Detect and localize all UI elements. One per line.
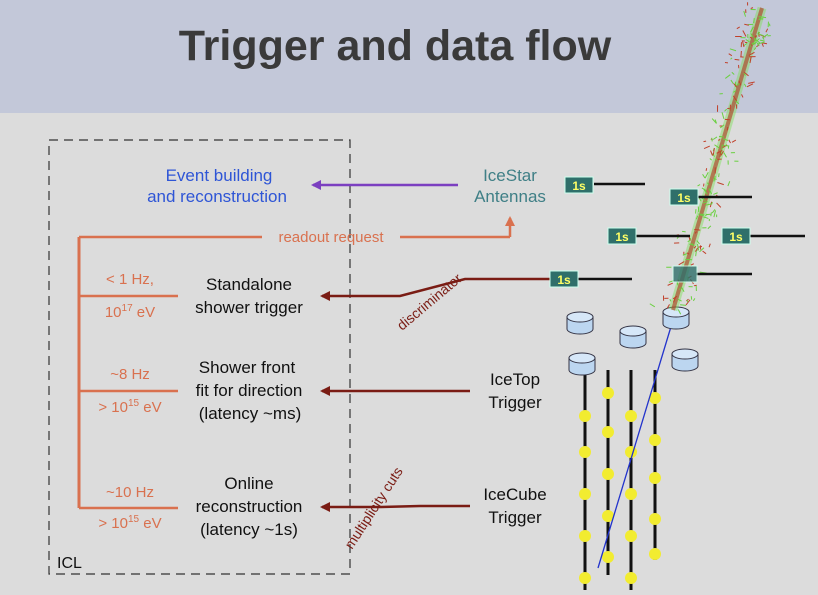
antenna-badge-1: 1s — [564, 176, 594, 194]
event-building-line-2: and reconstruction — [147, 187, 287, 206]
icetop-tank — [671, 348, 699, 372]
muon-track — [597, 319, 674, 569]
icl-box — [48, 139, 351, 575]
dom-module — [602, 551, 614, 563]
icetop-tank — [619, 325, 647, 349]
title-band — [0, 0, 818, 113]
dom-module — [579, 572, 591, 584]
dom-module — [625, 572, 637, 584]
antenna-badge-4: 1s — [721, 227, 751, 245]
dom-module — [649, 513, 661, 525]
rate-1: < 1 Hz, — [106, 271, 154, 288]
rate-2: ~8 Hz — [110, 366, 150, 383]
page-title: Trigger and data flow — [178, 22, 612, 70]
dom-module — [579, 530, 591, 542]
icecube-line-1: IceCube — [483, 485, 546, 504]
shower-front-line-3: (latency ~ms) — [199, 404, 302, 423]
antenna-badge-6 — [672, 265, 698, 283]
dom-module — [602, 387, 614, 399]
antenna-lines — [578, 182, 805, 281]
energy-2: > 1015 eV — [98, 398, 161, 416]
icecube-strings — [583, 370, 657, 590]
icecube-line-2: Trigger — [488, 508, 542, 527]
dom-module — [602, 510, 614, 522]
online-line-1: Online — [224, 474, 273, 493]
discriminator-arrow — [320, 277, 552, 301]
shower-front-line-1: Shower front — [199, 358, 296, 377]
antenna-badge-5: 1s — [549, 270, 579, 288]
icetop-tank — [566, 311, 594, 335]
dom-module — [625, 530, 637, 542]
dom-module — [579, 446, 591, 458]
icecube-arrow — [320, 502, 470, 512]
energy-3: > 1015 eV — [98, 514, 161, 532]
dom-module — [649, 434, 661, 446]
svg-text:1s: 1s — [572, 179, 586, 193]
svg-text:1s: 1s — [615, 230, 629, 244]
standalone-line-2: shower trigger — [195, 298, 303, 317]
dom-modules — [579, 387, 661, 584]
shower-front-line-2: fit for direction — [196, 381, 303, 400]
discriminator-label: discriminator — [394, 270, 465, 333]
dom-module — [625, 446, 637, 458]
antenna-badge-3: 1s — [607, 227, 637, 245]
dom-module — [649, 472, 661, 484]
dom-module — [625, 410, 637, 422]
dom-module — [579, 488, 591, 500]
online-line-2: reconstruction — [196, 497, 303, 516]
icetop-line-1: IceTop — [490, 370, 540, 389]
icetop-tank — [662, 306, 690, 330]
readout-request-label: readout request — [278, 229, 384, 246]
energy-1: 1017 eV — [105, 303, 155, 321]
dom-module — [649, 548, 661, 560]
dom-module — [649, 392, 661, 404]
dom-module — [602, 426, 614, 438]
icestar-line-2: Antennas — [474, 187, 546, 206]
air-shower — [649, 2, 771, 315]
antenna-badge-2: 1s — [669, 188, 699, 206]
svg-text:1s: 1s — [557, 273, 571, 287]
dom-module — [602, 468, 614, 480]
online-line-3: (latency ~1s) — [200, 520, 298, 539]
icl-label: ICL — [57, 555, 82, 572]
icetop-tanks — [566, 306, 699, 376]
dom-module — [625, 488, 637, 500]
standalone-line-1: Standalone — [206, 275, 292, 294]
svg-text:1s: 1s — [677, 191, 691, 205]
svg-text:1s: 1s — [729, 230, 743, 244]
icetop-tank — [568, 352, 596, 376]
rate-3: ~10 Hz — [106, 484, 154, 501]
dom-module — [579, 410, 591, 422]
icestar-line-1: IceStar — [483, 166, 537, 185]
event-building-line-1: Event building — [166, 166, 273, 185]
icetop-line-2: Trigger — [488, 393, 542, 412]
